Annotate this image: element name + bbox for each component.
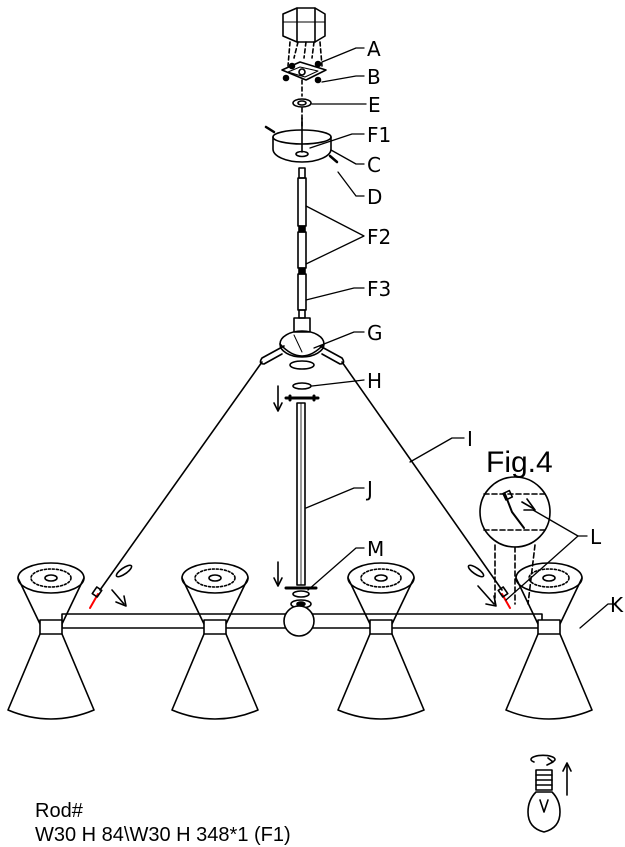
junction-box [282, 7, 326, 67]
shade-4 [505, 562, 593, 720]
nut-m [273, 561, 318, 609]
shade-1 [7, 562, 95, 720]
canopy [264, 117, 339, 164]
suspension-wires [89, 361, 511, 609]
down-rod [296, 402, 306, 586]
shade-2 [171, 562, 259, 720]
leader-lines [305, 47, 617, 629]
shade-3 [337, 562, 425, 720]
horizontal-arm [61, 605, 543, 637]
center-hub [259, 317, 345, 370]
mounting-bracket [281, 60, 327, 97]
nut-h [273, 382, 320, 412]
rod-note-title: Rod# [35, 800, 83, 822]
rod-note-spec: W30 H 84\W30 H 348*1 (F1) [35, 824, 291, 846]
stem-rods [297, 167, 307, 319]
light-bulb [527, 754, 572, 833]
fig4-detail [479, 476, 551, 605]
